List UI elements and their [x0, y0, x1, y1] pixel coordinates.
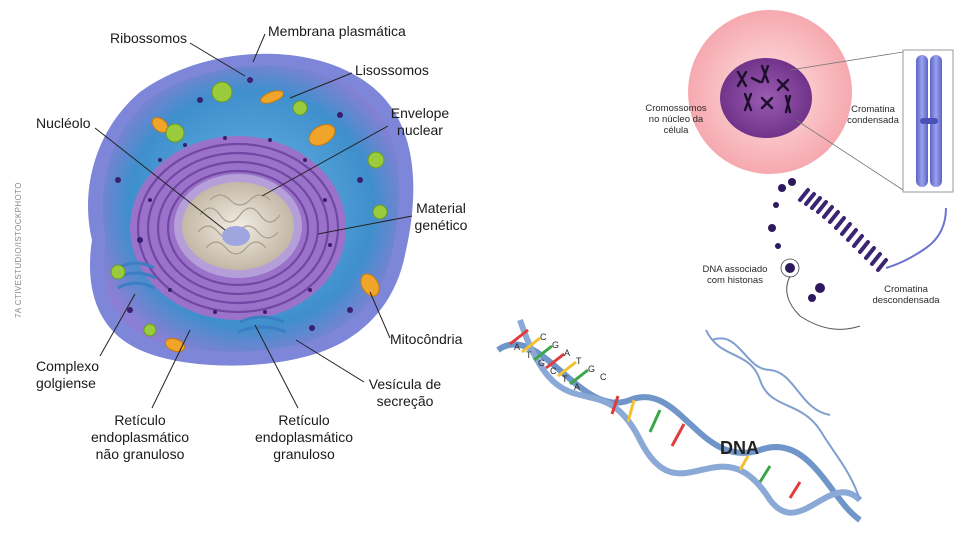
label-reg-line3: granuloso	[244, 446, 364, 463]
nucleolus	[222, 226, 250, 246]
label-complexo-golgiense: Complexo golgiense	[36, 358, 99, 392]
label-cromossomos-line1: Cromossomos	[632, 103, 720, 114]
label-complexo-line1: Complexo	[36, 358, 99, 375]
label-dna-histonas-line2: com histonas	[692, 275, 778, 286]
label-complexo-line2: golgiense	[36, 375, 99, 392]
nucleus	[182, 182, 294, 270]
label-vesicula-secrecao: Vesícula de secreção	[360, 376, 450, 410]
base-letter: T	[562, 374, 568, 384]
label-material-line1: Material	[408, 200, 474, 217]
label-envelope-nuclear: Envelope nuclear	[380, 105, 460, 139]
label-condensada-line2: condensada	[836, 115, 910, 126]
label-condensada-line1: Cromatina	[836, 104, 910, 115]
base-letter: C	[540, 332, 547, 342]
base-pairs	[510, 330, 800, 498]
base-letter: A	[574, 382, 580, 392]
label-lisossomos: Lisossomos	[355, 62, 429, 79]
label-ren-line2: endoplasmático	[80, 429, 200, 446]
label-descondensada-line2: descondensada	[862, 295, 950, 306]
dna-helix	[498, 320, 860, 520]
base-letter: T	[576, 356, 582, 366]
base-letter: C	[600, 372, 607, 382]
label-dna-histonas-line1: DNA associado	[692, 264, 778, 275]
base-letter: G	[588, 364, 595, 374]
label-reg-line2: endoplasmático	[244, 429, 364, 446]
label-envelope-line2: nuclear	[380, 122, 460, 139]
label-vesicula-line2: secreção	[360, 393, 450, 410]
label-dna-histonas: DNA associado com histonas	[692, 264, 778, 286]
label-reg-line1: Retículo	[244, 412, 364, 429]
base-letter: C	[550, 366, 557, 376]
animal-cell	[88, 54, 413, 366]
chromatin-coil	[800, 190, 886, 270]
base-letter: A	[564, 348, 570, 358]
label-descondensada-line1: Cromatina	[862, 284, 950, 295]
base-letter: G	[538, 358, 545, 368]
label-nucleolo: Nucléolo	[36, 115, 90, 132]
label-cromossomos-line3: célula	[632, 125, 720, 136]
label-mitocondria: Mitocôndria	[390, 331, 462, 348]
photo-credit: 7A CTIVESTUDIO/ISTOCKPHOTO	[14, 182, 23, 318]
label-material-line2: genético	[408, 217, 474, 234]
label-ren-line1: Retículo	[80, 412, 200, 429]
label-reticulo-granuloso: Retículo endoplasmático granuloso	[244, 412, 364, 463]
label-vesicula-line1: Vesícula de	[360, 376, 450, 393]
label-cromossomos-line2: no núcleo da	[632, 114, 720, 125]
label-dna: DNA	[720, 440, 759, 457]
label-ren-line3: não granuloso	[80, 446, 200, 463]
label-cromatina-condensada: Cromatina condensada	[836, 104, 910, 126]
label-membrana-plasmatica: Membrana plasmática	[268, 23, 406, 40]
base-letter: G	[552, 340, 559, 350]
label-envelope-line1: Envelope	[380, 105, 460, 122]
label-cromatina-descondensada: Cromatina descondensada	[862, 284, 950, 306]
base-letter: A	[514, 342, 520, 352]
label-cromossomos: Cromossomos no núcleo da célula	[632, 103, 720, 136]
label-ribossomos: Ribossomos	[110, 30, 187, 47]
base-letter: T	[526, 350, 532, 360]
label-reticulo-nao-granuloso: Retículo endoplasmático não granuloso	[80, 412, 200, 463]
label-material-genetico: Material genético	[408, 200, 474, 234]
